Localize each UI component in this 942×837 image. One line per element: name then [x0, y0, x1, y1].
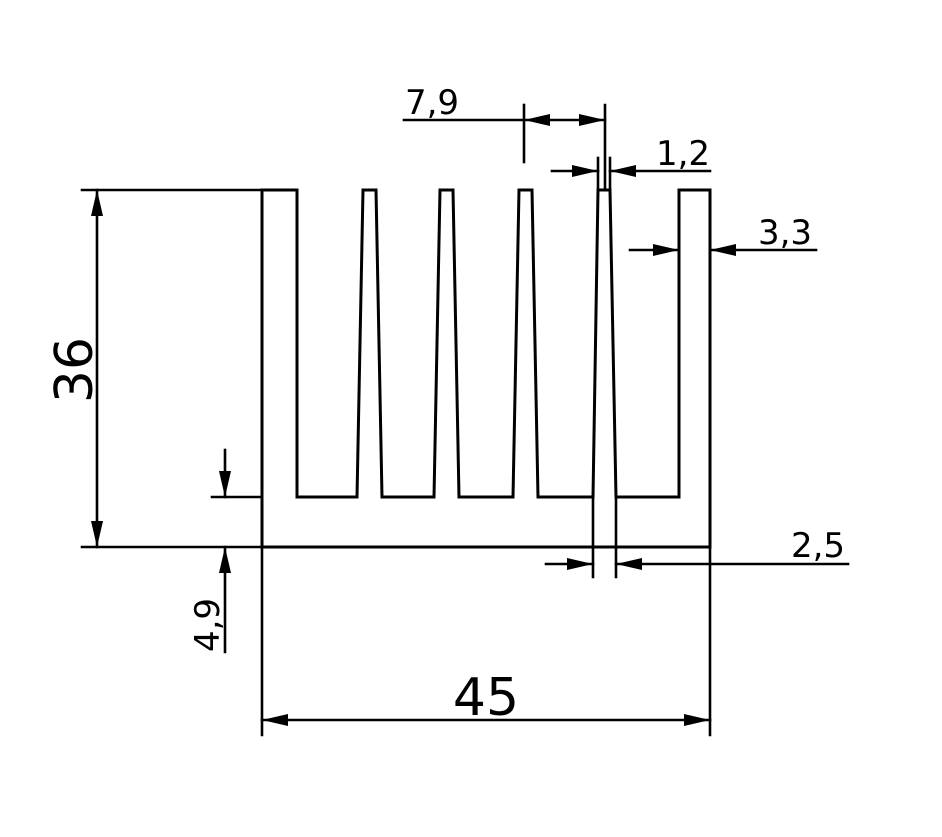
arrow-pitch-right — [579, 114, 605, 126]
arrow-thickness-top — [219, 471, 231, 497]
arrow-height-bottom — [91, 521, 103, 547]
arrow-pitch-left — [524, 114, 550, 126]
dimension-label-pitch: 7,9 — [405, 83, 459, 123]
dimension-label-outer-fin: 3,3 — [758, 213, 812, 253]
dimension-label-tip: 1,2 — [656, 134, 710, 174]
dimension-label-fin-base: 2,5 — [791, 526, 845, 566]
dimension-label-base-thickness: 4,9 — [188, 598, 228, 652]
arrow-height-top — [91, 190, 103, 216]
arrow-tip-left — [572, 165, 598, 177]
arrow-base-right — [616, 558, 642, 570]
dimension-label-height: 36 — [45, 337, 105, 403]
arrow-outer-right — [710, 244, 736, 256]
arrow-outer-left — [653, 244, 679, 256]
arrow-base-left — [567, 558, 593, 570]
arrow-tip-right — [610, 165, 636, 177]
heatsink-outline — [260, 188, 712, 549]
arrow-width-right — [684, 714, 710, 726]
arrow-thickness-bottom — [219, 547, 231, 573]
arrow-width-left — [262, 714, 288, 726]
dimension-label-width: 45 — [453, 668, 519, 728]
